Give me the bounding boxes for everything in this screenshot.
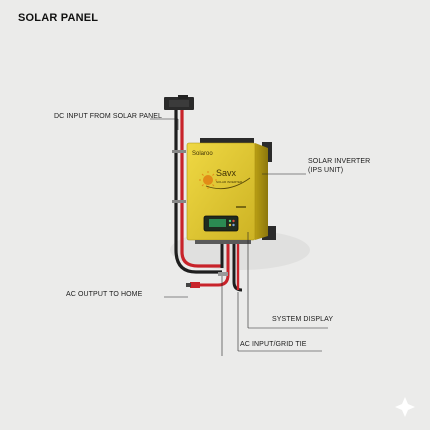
dc-junction-box (164, 95, 194, 110)
label-inverter-line2: (IPS UNIT) (308, 167, 344, 174)
system-display-screen (203, 215, 239, 232)
label-ac-output: AC OUTPUT TO HOME (66, 291, 143, 298)
page-title: SOLAR PANEL (18, 12, 99, 24)
inverter-unit (186, 138, 276, 244)
callout-lines (150, 118, 328, 356)
label-inverter-line1: SOLAR INVERTER (308, 158, 371, 165)
brand-tagline-text: SOLAR INVERTER (216, 180, 243, 184)
dc-cables (172, 110, 222, 274)
brand-small-text: Solaroo (192, 151, 213, 157)
sun-logo-icon (199, 171, 217, 189)
label-solar-inverter: SOLAR INVERTER (IPS UNIT) (308, 157, 370, 175)
label-ac-input: AC INPUT/GRID TIE (240, 341, 307, 348)
brand-logo-text: Savx (216, 168, 237, 178)
sparkle-icon (395, 397, 415, 417)
label-system-display: SYSTEM DISPLAY (272, 316, 334, 323)
label-dc-input: DC INPUT FROM SOLAR PANEL (54, 113, 163, 120)
output-cables (186, 244, 243, 292)
